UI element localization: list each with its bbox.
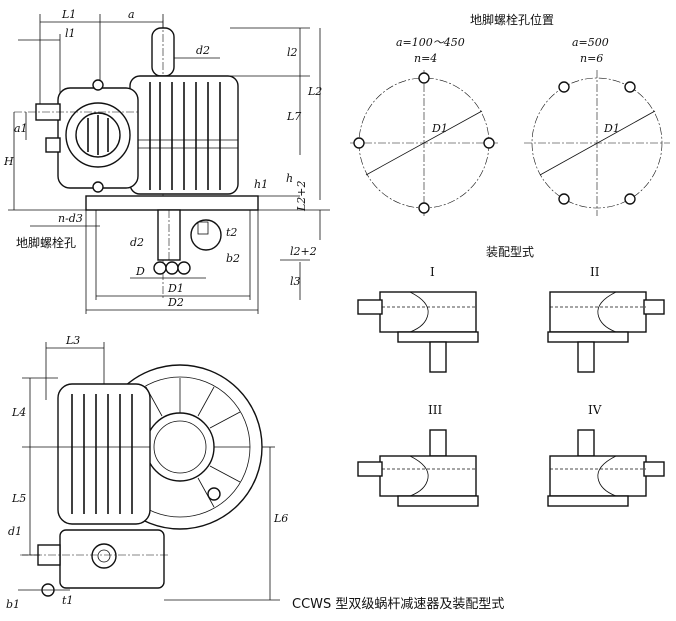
- dim-n-d3: n-d3: [58, 212, 83, 225]
- dim-d2-small: d2: [130, 236, 144, 249]
- bolt-right-D1: D1: [603, 122, 620, 135]
- assembly-type-III: III: [357, 403, 479, 507]
- gear-ribs: [119, 378, 250, 508]
- dim-D2: D2: [167, 296, 184, 309]
- dim-D: D: [135, 265, 145, 278]
- side-view: L3: [6, 334, 288, 611]
- dim-L1: L1: [61, 8, 76, 21]
- dim-d2: d2: [196, 44, 210, 57]
- dim-L3: L3: [65, 334, 80, 347]
- bolt-right-a: a=500: [572, 36, 609, 49]
- dim-a1: a1: [14, 122, 28, 135]
- assembly-label-IV: IV: [588, 403, 602, 417]
- assembly-label-III: III: [428, 403, 442, 417]
- dim-t2: t2: [226, 226, 237, 239]
- dim-l2p2: l2+2: [290, 245, 317, 258]
- dim-l2: l2: [287, 46, 298, 59]
- dim-H: H: [3, 155, 14, 168]
- dim-L7: L7: [286, 110, 301, 123]
- dim-a: a: [128, 8, 135, 21]
- assembly-title: 装配型式: [486, 245, 534, 259]
- bolt-left-D1: D1: [431, 122, 448, 135]
- dim-L2p2: L2+2: [295, 180, 308, 212]
- dim-b1: b1: [6, 598, 20, 611]
- figure-caption: CCWS 型双级蜗杆减速器及装配型式: [292, 596, 504, 612]
- dim-l3: l3: [290, 275, 301, 288]
- front-view: L1 l1 a d2 l2 L2 L7: [3, 8, 330, 314]
- dim-L6: L6: [273, 512, 288, 525]
- dim-L2: L2: [307, 85, 322, 98]
- dim-L5: L5: [11, 492, 26, 505]
- dim-h1: h1: [254, 178, 268, 191]
- assembly-type-I: I: [357, 265, 479, 373]
- assembly-label-I: I: [430, 265, 435, 279]
- bolt-left-n: n=4: [414, 52, 437, 65]
- assembly-type-IV: IV: [547, 403, 665, 507]
- assembly-types: 装配型式 I II III: [357, 245, 665, 507]
- dim-L4: L4: [11, 406, 26, 419]
- foot-bolt-label: 地脚螺栓孔: [16, 235, 76, 250]
- dim-l1: l1: [65, 27, 76, 40]
- dim-t1: t1: [62, 594, 73, 607]
- bolt-positions-title: 地脚螺栓孔位置: [470, 12, 554, 27]
- dim-h: h: [286, 172, 293, 185]
- bolt-positions: 地脚螺栓孔位置 a=100～450 n=4 D1 a=500 n=6 D1: [350, 12, 670, 216]
- dim-b2: b2: [226, 252, 240, 265]
- dim-D1: D1: [167, 282, 184, 295]
- bolt-left-a: a=100～450: [396, 36, 465, 49]
- assembly-type-II: II: [547, 265, 665, 373]
- bolt-right-n: n=6: [580, 52, 603, 65]
- cooling-fins: [130, 82, 238, 190]
- dim-d1: d1: [8, 525, 22, 538]
- assembly-label-II: II: [590, 265, 600, 279]
